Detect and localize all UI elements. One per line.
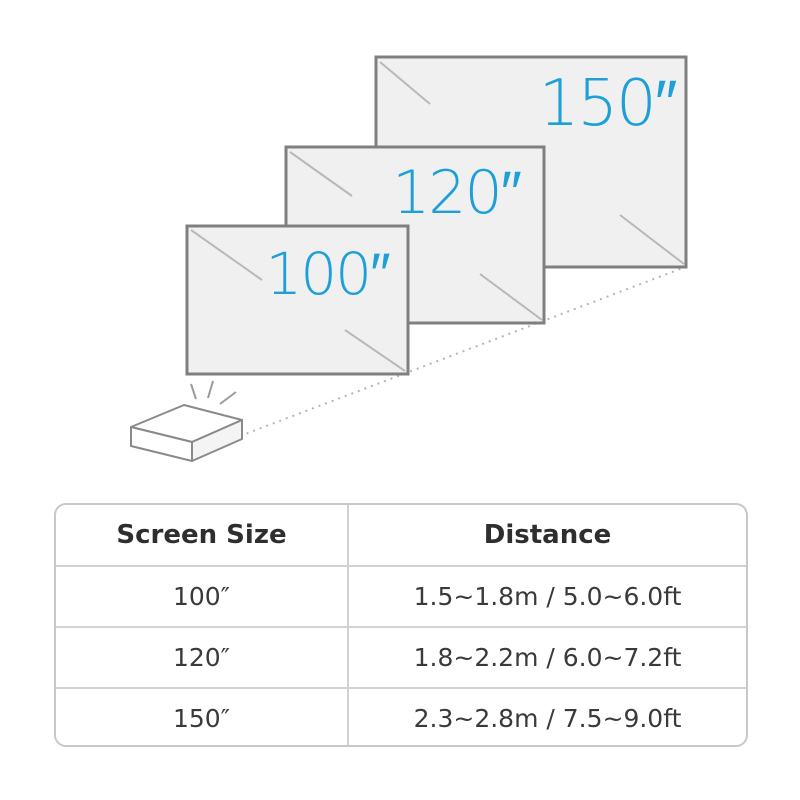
- cell-screen-size: 100″: [56, 567, 349, 626]
- table-row: 150″ 2.3~2.8m / 7.5~9.0ft: [56, 687, 746, 745]
- projector-icon: [130, 380, 243, 462]
- table-header-row: Screen Size Distance: [56, 505, 746, 565]
- projection-diagram: 150″ 120″ 100″: [130, 55, 689, 462]
- header-distance: Distance: [483, 520, 612, 550]
- projection-line: [239, 265, 689, 437]
- table-row: 120″ 1.8~2.2m / 6.0~7.2ft: [56, 626, 746, 687]
- screen-100: 100″: [185, 224, 410, 376]
- cell-screen-size: 120″: [56, 628, 349, 687]
- screen-150-label: 150″: [539, 67, 677, 141]
- cell-screen-size: 150″: [56, 689, 349, 745]
- throw-distance-table: Screen Size Distance 100″ 1.5~1.8m / 5.0…: [54, 503, 748, 747]
- cell-distance: 2.3~2.8m / 7.5~9.0ft: [413, 704, 682, 733]
- screen-120: 120″: [284, 145, 546, 325]
- screen-120-label: 120″: [392, 158, 522, 228]
- screen-100-label: 100″: [265, 240, 390, 308]
- cell-distance: 1.8~2.2m / 6.0~7.2ft: [413, 643, 682, 672]
- header-screen-size: Screen Size: [56, 505, 349, 565]
- table-row: 100″ 1.5~1.8m / 5.0~6.0ft: [56, 565, 746, 626]
- cell-distance: 1.5~1.8m / 5.0~6.0ft: [413, 582, 682, 611]
